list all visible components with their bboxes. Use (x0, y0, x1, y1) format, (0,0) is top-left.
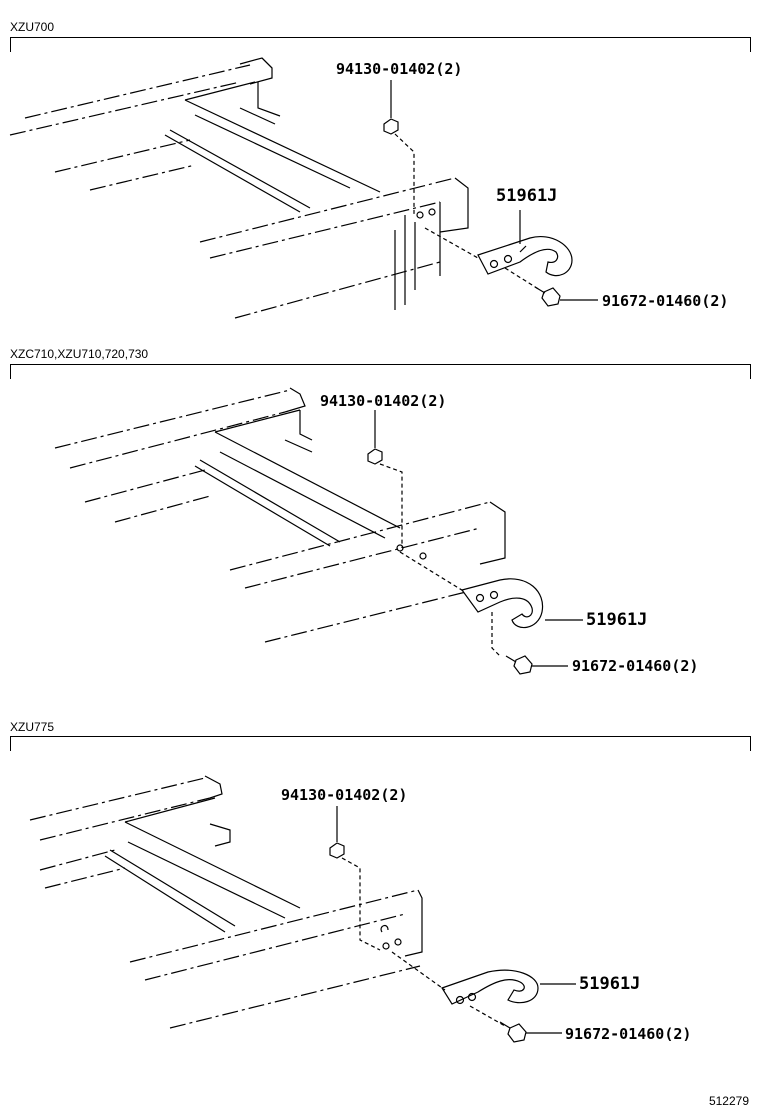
tow-hook-diagram-xzc710 (54, 387, 583, 675)
part-label-nut: 94130-01402(2) (281, 786, 408, 804)
tow-hook-diagram-xzu775 (29, 775, 576, 1043)
section-label-xzu700: XZU700 (10, 20, 55, 34)
part-label-bolt: 91672-01460(2) (565, 1025, 692, 1043)
figure-id: 512279 (708, 1094, 749, 1108)
section-label-xzc710: XZC710,XZU710,720,730 (10, 347, 149, 361)
section-bracket (10, 364, 751, 379)
section-bracket (10, 736, 751, 751)
section-bracket (10, 37, 751, 52)
part-label-tow-hook: 51961J (579, 974, 641, 994)
part-label-nut: 94130-01402(2) (320, 392, 447, 410)
part-label-bolt: 91672-01460(2) (572, 657, 699, 675)
section-label-xzu775: XZU775 (10, 720, 55, 734)
part-label-nut: 94130-01402(2) (336, 60, 463, 78)
part-label-bolt: 91672-01460(2) (602, 292, 729, 310)
part-label-tow-hook: 51961J (496, 186, 558, 206)
part-label-tow-hook: 51961J (586, 610, 648, 630)
tow-hook-diagram-xzu700 (9, 57, 598, 319)
